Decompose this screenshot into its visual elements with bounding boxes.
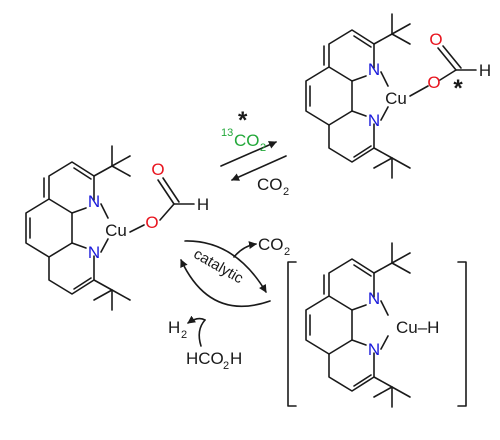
formic-acid-entry-arrow (198, 319, 206, 347)
co2-product-subscript: 2 (284, 246, 290, 258)
formic-acid-hydrogen: H (230, 349, 242, 368)
copper-atom: Cu (105, 221, 127, 240)
nitrogen-atom-upper: N (88, 192, 100, 211)
oxygen-atom-double: O (429, 30, 442, 49)
cycle-arrow-top (184, 240, 267, 293)
copper-formate-complex-left: N N Cu O O H (25, 145, 209, 311)
co2-reverse-label: CO (257, 175, 283, 194)
co2-reverse-subscript: 2 (283, 186, 289, 198)
nitrogen-atom-upper: N (368, 60, 380, 79)
h2-release-arrow (187, 315, 206, 324)
cycle-arrow-bottom (180, 259, 271, 308)
nitrogen-atom-lower: N (368, 340, 380, 359)
bracket-left (287, 261, 297, 407)
labeled-co2: CO (234, 131, 260, 150)
oxygen-atom-single: O (427, 73, 440, 92)
formic-acid-reagent: HCO (186, 349, 224, 368)
h2-product: H (168, 318, 180, 337)
isotope-label-asterisk: * (453, 75, 463, 102)
catalytic-cycle (180, 240, 271, 347)
formic-acid-subscript: 2 (223, 360, 229, 372)
copper-hydride-complex: N N Cu–H (305, 242, 439, 408)
oxygen-atom-double: O (151, 160, 164, 179)
phenanthroline-ligand (305, 242, 411, 408)
hydrogen-atom: H (479, 61, 491, 80)
isotope-superscript: 13 (221, 127, 233, 139)
bracket-right (457, 261, 467, 407)
copper-formate-complex-labeled: N N Cu O O H * (305, 13, 491, 179)
equilibrium-arrows (220, 141, 287, 181)
nitrogen-atom-lower: N (88, 243, 100, 262)
oxygen-atom-single: O (145, 213, 158, 232)
copper-hydride-atoms: Cu–H (396, 318, 439, 337)
labeled-co2-asterisk: * (238, 107, 248, 134)
co2-product: CO (258, 235, 284, 254)
nitrogen-atom-upper: N (368, 289, 380, 308)
copper-atom: Cu (385, 89, 407, 108)
labeled-co2-subscript: 2 (260, 142, 266, 154)
hydrogen-atom: H (197, 195, 209, 214)
h2-product-subscript: 2 (181, 329, 187, 341)
nitrogen-atom-lower: N (368, 111, 380, 130)
co2-release-arrow (233, 241, 257, 258)
